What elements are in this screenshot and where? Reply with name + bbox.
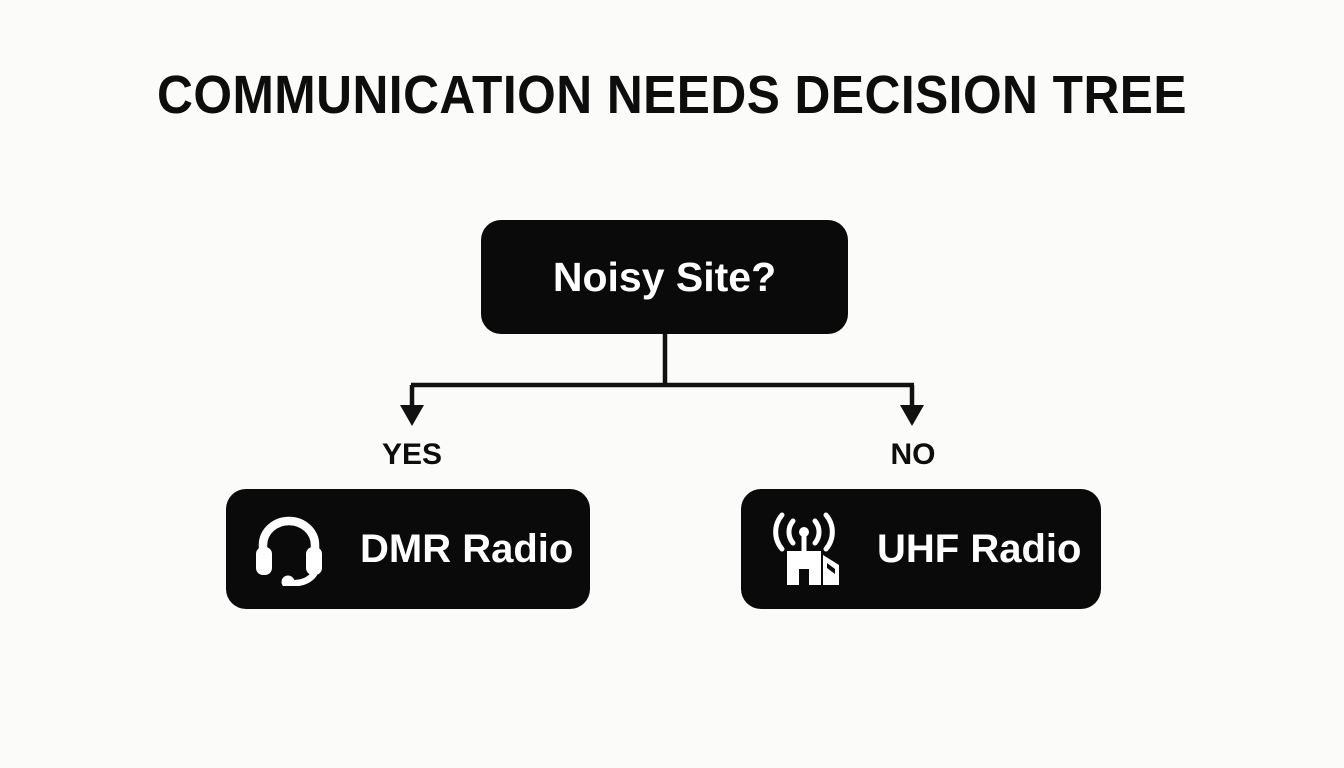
outcome-node-dmr[interactable]: DMR Radio <box>226 489 590 609</box>
branch-label-yes: YES <box>381 438 443 471</box>
decision-node-root-label: Noisy Site? <box>552 254 777 300</box>
page-title: COMMUNICATION NEEDS DECISION TREE <box>157 65 1187 125</box>
headset-icon <box>256 516 322 586</box>
decision-node-root[interactable]: Noisy Site? <box>481 220 848 334</box>
outcome-node-uhf[interactable]: UHF Radio <box>741 489 1101 609</box>
arrowhead-right <box>900 405 924 426</box>
outcome-node-uhf-label: UHF Radio <box>877 527 1082 571</box>
outcome-node-dmr-label: DMR Radio <box>360 527 574 571</box>
branch-label-no: NO <box>890 438 936 471</box>
radio-tower-icon <box>773 512 839 585</box>
arrowhead-left <box>400 405 424 426</box>
